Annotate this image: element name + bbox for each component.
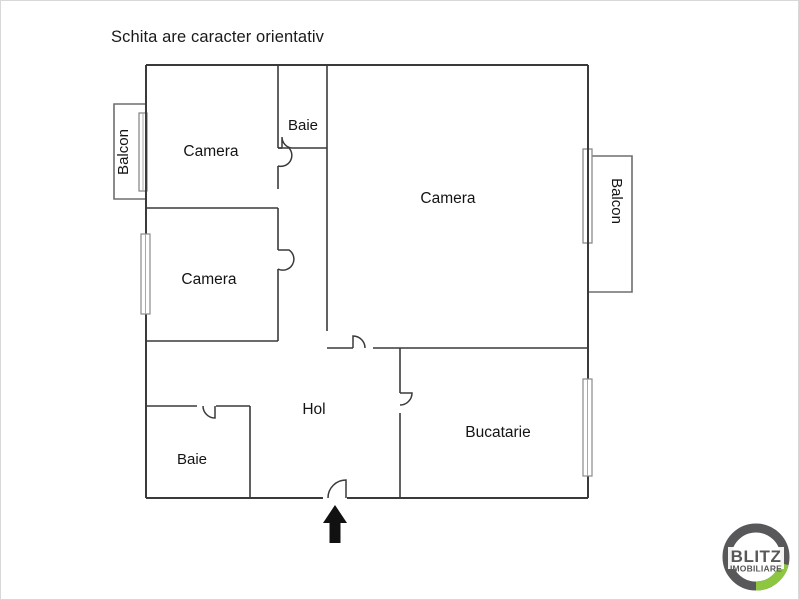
- room-label-bucatarie: Bucatarie: [465, 424, 530, 441]
- balcony-label-right: Balcon: [608, 178, 625, 224]
- main-entrance: [323, 505, 347, 543]
- door-main-entrance: [327, 479, 347, 499]
- room-label-camera-right: Camera: [420, 190, 476, 207]
- entrance-arrow-icon: [323, 505, 347, 543]
- door-baie-bottom: [202, 405, 216, 419]
- room-label-baie-bottom: Baie: [177, 451, 207, 468]
- brand-logo-icon: BLITZ IMOBILIARE: [722, 523, 790, 591]
- page-title: Schita are caracter orientativ: [111, 28, 325, 46]
- door-bucatarie: [399, 392, 413, 406]
- room-labels: Camera Camera Baie Camera Hol Baie Bucat…: [177, 117, 531, 468]
- logo-text-backdrop: [728, 547, 784, 569]
- interior-walls: [146, 65, 588, 498]
- room-label-hol: Hol: [302, 401, 325, 418]
- doors: [202, 136, 413, 499]
- door-camera-right: [352, 335, 366, 349]
- balcony-label-left: Balcon: [115, 129, 132, 175]
- logo-brand-primary: BLITZ: [731, 547, 782, 566]
- room-label-baie-top: Baie: [288, 117, 318, 134]
- room-label-camera-mid-left: Camera: [181, 271, 237, 288]
- balcon-left-outline: [113, 103, 146, 200]
- door-baie-top: [281, 136, 293, 149]
- brand-watermark: BLITZ IMOBILIARE: [719, 520, 793, 594]
- door-camera-midleft: [277, 249, 295, 271]
- windows: [140, 233, 593, 477]
- balcon-right-outline: [588, 155, 633, 293]
- door-camera-topleft: [277, 147, 293, 168]
- balcony-labels: Balcon Balcon: [115, 129, 625, 224]
- room-label-camera-top-left: Camera: [183, 143, 239, 160]
- logo-brand-secondary: IMOBILIARE: [730, 564, 782, 574]
- balcon-left-group: [113, 103, 148, 200]
